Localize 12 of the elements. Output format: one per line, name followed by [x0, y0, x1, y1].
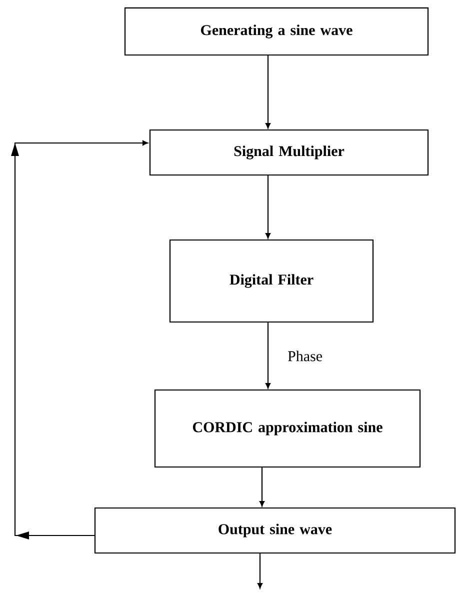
- arrow: [265, 322, 271, 389]
- arrow: [265, 175, 271, 239]
- arrow: [257, 553, 263, 589]
- process-box: Digital Filter: [169, 239, 374, 323]
- process-box: Signal Multiplier: [149, 129, 429, 176]
- feedback-arrow: [11, 140, 148, 540]
- process-box: Output sine wave: [94, 507, 456, 554]
- process-box: CORDIC approximation sine: [154, 389, 421, 468]
- edge-label: Phase: [286, 350, 324, 362]
- arrow: [259, 467, 265, 507]
- process-box: Generating a sine wave: [124, 7, 429, 56]
- arrow: [265, 55, 271, 129]
